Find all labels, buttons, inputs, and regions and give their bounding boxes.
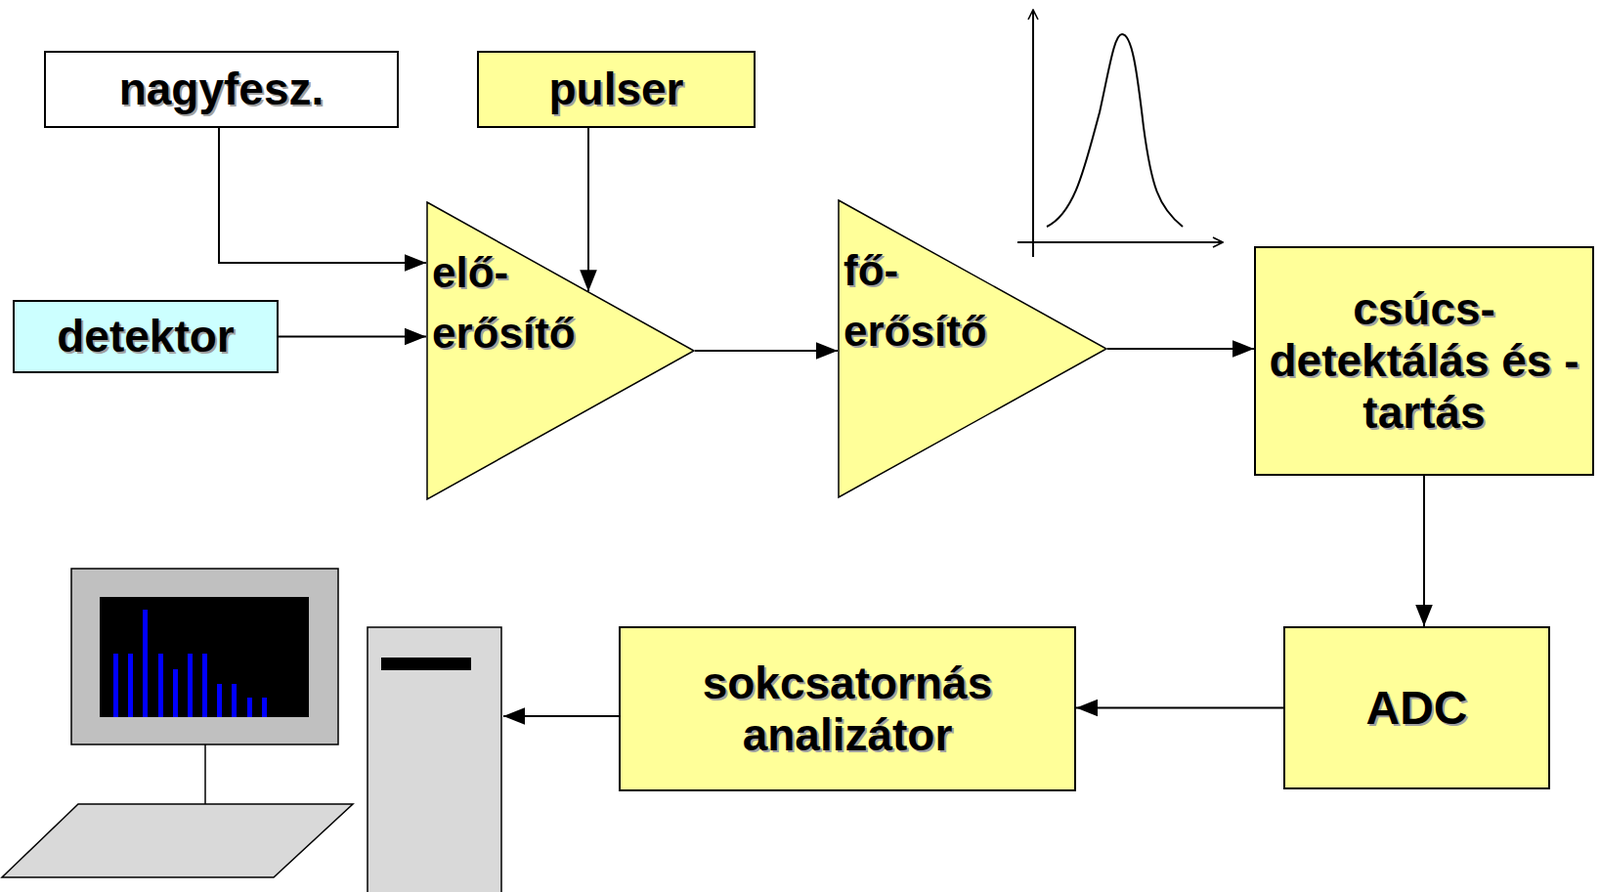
- pulse-plot: [1017, 9, 1223, 258]
- signal-arrow: [278, 336, 427, 339]
- process-box: ADC: [1283, 626, 1551, 790]
- signal-arrow: [1076, 707, 1284, 710]
- process-box: sokcsatornás analizátor: [618, 626, 1077, 792]
- amplifier-triangle: elő- erősítő: [426, 201, 695, 501]
- node-label: nagyfesz.: [119, 63, 325, 116]
- signal-arrow: [218, 128, 427, 263]
- node-label: sokcsatornás analizátor: [630, 657, 1065, 762]
- signal-arrow: [1107, 347, 1255, 350]
- signal-arrow: [587, 128, 590, 292]
- signal-arrow: [694, 349, 838, 352]
- detector-box: detektor: [12, 300, 279, 374]
- node-label: csúcs- detektálás és -tartás: [1265, 283, 1583, 439]
- node-label: pulser: [548, 63, 684, 116]
- signal-arrow: [1423, 475, 1426, 627]
- node-label: ADC: [1366, 681, 1469, 736]
- power-supply-box: nagyfesz.: [43, 50, 399, 129]
- process-box: csúcs- detektálás és -tartás: [1254, 246, 1595, 476]
- node-label: detektor: [56, 310, 234, 363]
- pulser-box: pulser: [476, 50, 756, 129]
- node-label: elő- erősítő: [432, 242, 626, 363]
- triangle-shape: [427, 202, 694, 500]
- triangle-shape: [838, 200, 1107, 498]
- computer: [1, 568, 619, 892]
- node-label: fő- erősítő: [843, 240, 1038, 361]
- amplifier-triangle: fő- erősítő: [837, 199, 1108, 499]
